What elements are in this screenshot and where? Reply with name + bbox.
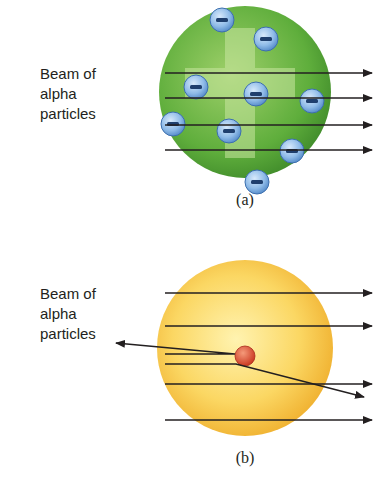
minus-sign bbox=[260, 37, 272, 41]
beam-label: Beam of alpha particles bbox=[40, 284, 112, 344]
electron bbox=[245, 170, 269, 194]
electron bbox=[217, 119, 241, 143]
electron bbox=[300, 89, 324, 113]
electron bbox=[161, 112, 185, 136]
alpha-beam-a bbox=[165, 73, 372, 150]
panel-caption: (a) bbox=[225, 190, 265, 210]
plum-pudding-atom bbox=[159, 6, 331, 178]
electron bbox=[184, 75, 208, 99]
minus-sign bbox=[306, 99, 318, 103]
nuclear-atom bbox=[157, 260, 333, 436]
electron bbox=[210, 8, 234, 32]
electron bbox=[254, 27, 278, 51]
electrons bbox=[161, 8, 324, 194]
minus-sign bbox=[223, 129, 235, 133]
alpha-beam-b bbox=[116, 293, 372, 420]
beam-label: Beam of alpha particles bbox=[40, 64, 112, 124]
minus-sign bbox=[216, 18, 228, 22]
panel-caption: (b) bbox=[225, 448, 265, 468]
electron bbox=[244, 82, 268, 106]
minus-sign bbox=[190, 85, 202, 89]
minus-sign bbox=[251, 180, 263, 184]
minus-sign bbox=[250, 92, 262, 96]
electron bbox=[280, 139, 304, 163]
